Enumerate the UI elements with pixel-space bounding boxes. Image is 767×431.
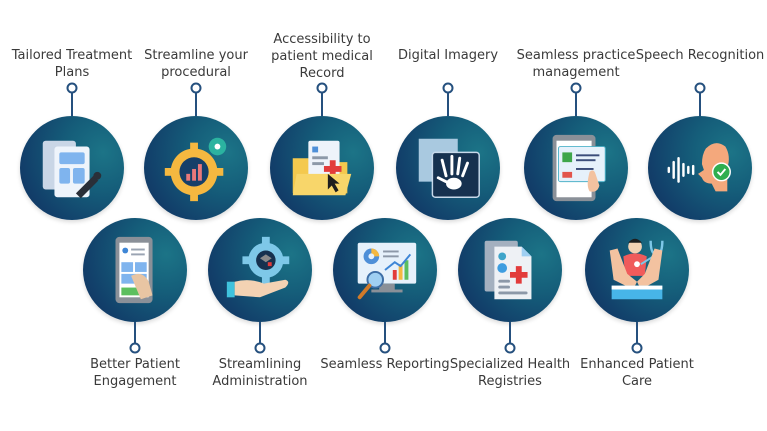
xray-icon (396, 116, 500, 220)
feature-label: Seamless practice management (516, 48, 636, 80)
feature-label: Seamless Reporting (320, 357, 450, 372)
connector-line (509, 322, 511, 344)
connector-line (699, 92, 701, 116)
connector-line (71, 92, 73, 116)
feature-label: Better Patient Engagement (90, 357, 180, 389)
feature-label: Accessibility to patient medical Record (271, 32, 373, 81)
connector-dot (379, 342, 391, 354)
feature-label: Digital Imagery (397, 48, 499, 63)
connector-line (134, 322, 136, 344)
connector-line (636, 322, 638, 344)
tablet-schedule-icon (524, 116, 628, 220)
connector-line (384, 322, 386, 344)
patient-care-icon (585, 218, 689, 322)
feature-label: Speech Recognition (635, 48, 765, 63)
medical-folder-icon (270, 116, 374, 220)
feature-label: Enhanced Patient Care (580, 357, 694, 389)
connector-line (575, 92, 577, 116)
feature-label: Streamlining Administration (212, 357, 308, 389)
connector-dot (129, 342, 141, 354)
speech-recognition-icon (648, 116, 752, 220)
treatment-plan-icon (20, 116, 124, 220)
connector-dot (504, 342, 516, 354)
feature-label: Streamline your procedural (144, 48, 248, 80)
connector-line (195, 92, 197, 116)
feature-label: Tailored Treatment Plans (11, 48, 133, 80)
hand-gear-icon (208, 218, 312, 322)
gear-chart-icon (144, 116, 248, 220)
mobile-engagement-icon (83, 218, 187, 322)
connector-dot (254, 342, 266, 354)
connector-dot (631, 342, 643, 354)
connector-line (447, 92, 449, 116)
report-monitor-icon (333, 218, 437, 322)
feature-label: Specialized Health Registries (449, 357, 571, 389)
connector-line (321, 92, 323, 116)
connector-line (259, 322, 261, 344)
health-registry-icon (458, 218, 562, 322)
